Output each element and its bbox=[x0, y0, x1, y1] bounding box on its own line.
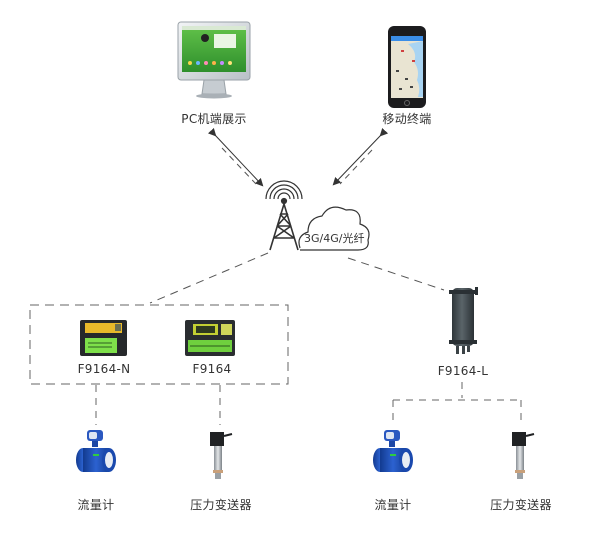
sensor-label-pressure-left: 压力变送器 bbox=[190, 498, 252, 512]
flowmeter-icon bbox=[373, 430, 413, 472]
sensor-label-flowmeter-left: 流量计 bbox=[77, 498, 115, 512]
sensor-label-flowmeter-right: 流量计 bbox=[374, 498, 412, 512]
pc-label: PC机端展示 bbox=[181, 112, 247, 126]
link-right-device bbox=[347, 257, 445, 291]
rtu-panel-icon bbox=[185, 320, 235, 356]
device-label-f9164n: F9164-N bbox=[77, 362, 131, 376]
mobile-label: 移动终端 bbox=[382, 112, 432, 126]
pressure-transmitter-icon bbox=[210, 432, 233, 479]
pressure-transmitter-icon bbox=[512, 432, 535, 479]
device-group-box bbox=[29, 304, 289, 385]
network-label: 3G/4G/光纤 bbox=[304, 232, 365, 245]
link-left-group bbox=[149, 252, 269, 304]
device-label-f9164: F9164 bbox=[192, 362, 232, 376]
pc-link-arrows bbox=[207, 127, 264, 187]
smartphone-icon bbox=[388, 26, 426, 108]
flowmeter-icon bbox=[76, 430, 116, 472]
cylinder-logger-icon bbox=[449, 287, 478, 354]
link-f9164l-sensors bbox=[392, 382, 522, 425]
data-logger-icon bbox=[80, 320, 127, 356]
desktop-monitor-icon bbox=[177, 21, 251, 99]
mobile-link-arrows bbox=[332, 127, 389, 186]
cell-tower-cloud-icon bbox=[265, 180, 370, 251]
sensor-label-pressure-right: 压力变送器 bbox=[490, 498, 552, 512]
device-label-f9164l: F9164-L bbox=[437, 364, 489, 378]
